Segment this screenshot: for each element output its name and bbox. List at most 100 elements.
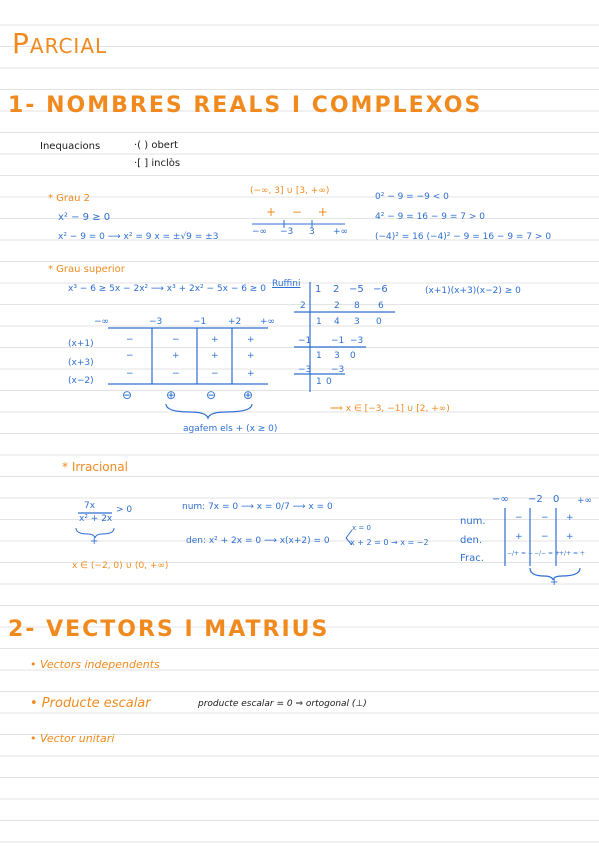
sign-table-brace [165, 403, 253, 420]
grau2-inequality: x² − 9 ≥ 0 [58, 212, 111, 223]
ruffini-cell: 1 [315, 284, 322, 295]
fraction-numerator: 7x [84, 501, 96, 511]
irr-cell: −/− = + [534, 550, 560, 557]
result-sign: ⊖ [206, 388, 217, 402]
ruffini-cell: 6 [378, 301, 384, 311]
ruffini-cell: −1 [331, 336, 345, 346]
ruffini-cell: −5 [349, 284, 364, 295]
grau2-axis-minf: −∞ [252, 227, 268, 237]
irr-cell: − [541, 532, 549, 542]
section2-item: • Vectors independents [30, 658, 160, 671]
ruffini-cell: 2 [300, 301, 306, 311]
result-sign: ⊕ [243, 388, 254, 402]
ruffini-cell: 0 [326, 377, 332, 387]
ruffini-cell: −3 [350, 336, 364, 346]
grau2-axis-m3: −3 [280, 227, 294, 237]
ruffini-cell: 0 [350, 351, 356, 361]
irr-cell: − [541, 513, 549, 523]
ruffini-cell: −3 [331, 365, 345, 375]
irr-cell: −/+ = − [507, 550, 533, 557]
obert-note: ·( ) obert [134, 140, 178, 151]
irr-table-lines [504, 508, 557, 566]
ruffini-cell: 1 [316, 317, 322, 327]
grau2-axis-pinf: +∞ [333, 227, 349, 237]
ruffini-lines [294, 282, 395, 392]
grau-superior-solution: ⟹ x ∈ [−3, −1] ∪ [2, +∞) [330, 404, 450, 414]
sign-cell: + [247, 335, 255, 345]
sign-cell: + [172, 351, 180, 361]
grau2-interval: (−∞, 3] ∪ [3, +∞) [250, 186, 330, 196]
irr-cell: + [566, 532, 574, 542]
irr-header: −∞ [492, 494, 509, 505]
ruffini-cell: 0 [376, 317, 382, 327]
den-line: den: x² + 2x = 0 ⟶ x(x+2) = 0 [186, 536, 330, 546]
sign-cell: + [247, 351, 255, 361]
sign-cell: − [172, 369, 180, 379]
irr-row-label: den. [460, 535, 483, 546]
den-branch-1: x = 0 [352, 524, 371, 532]
grau2-check1: 0² − 9 = −9 < 0 [375, 192, 449, 202]
ruffini-cell: 1 [316, 351, 322, 361]
ruffini-cell: 2 [334, 301, 340, 311]
sign-table-header: −3 [149, 317, 163, 327]
irr-cell: + [515, 532, 523, 542]
irr-brace-plus: + [550, 577, 559, 588]
ruffini-cell: 3 [334, 351, 340, 361]
sign-cell: + [211, 335, 219, 345]
sign-table-header: −1 [193, 317, 207, 327]
grau2-signs: + − + [266, 205, 334, 219]
den-branch-arrows [345, 529, 353, 546]
irr-row-label: num. [460, 516, 486, 527]
inclos-note: ·[ ] inclòs [134, 158, 181, 169]
grau2-check3: (−4)² = 16 (−4)² − 9 = 16 − 9 = 7 > 0 [375, 232, 552, 242]
ruffini-cell: 8 [354, 301, 360, 311]
irr-header: −2 [528, 494, 543, 505]
sign-table-lines [108, 327, 268, 385]
grau2-axis-3: 3 [309, 227, 315, 237]
fraction-plus: + [90, 536, 99, 547]
factored-form: (x+1)(x+3)(x−2) ≥ 0 [425, 286, 521, 296]
ruffini-cell: 2 [333, 284, 340, 295]
sign-table-header: +2 [228, 317, 242, 327]
result-sign: ⊖ [122, 388, 133, 402]
ruffini-cell: 4 [334, 317, 340, 327]
section2-item: • Vector unitari [30, 732, 115, 745]
fraction-gt-zero: > 0 [116, 505, 133, 515]
ruffini-cell: −3 [298, 365, 312, 375]
irracional-label: * Irracional [62, 460, 128, 474]
den-branch-2: x + 2 = 0 → x = −2 [350, 538, 429, 547]
irracional-solution: x ∈ (−2, 0) ∪ (0, +∞) [72, 561, 169, 571]
sign-table-header: +∞ [260, 317, 276, 327]
sign-cell: − [126, 369, 134, 379]
irr-row-label: Frac. [460, 553, 484, 564]
ruffini-cell: −1 [298, 336, 312, 346]
grau2-check2: 4² − 9 = 16 − 9 = 7 > 0 [375, 212, 486, 222]
section2-heading: 2- VECTORS I MATRIUS [8, 617, 330, 642]
fraction-denominator: x² + 2x [79, 514, 113, 524]
sign-table-row-label: (x+1) [68, 339, 94, 349]
ruffini-cell: −6 [373, 284, 388, 295]
sign-cell: + [211, 351, 219, 361]
sign-cell: − [211, 369, 219, 379]
irr-cell: +/+ = + [559, 550, 585, 557]
irr-header: +∞ [577, 496, 593, 506]
sign-cell: − [126, 335, 134, 345]
inequacions-label: Inequacions [40, 141, 101, 152]
grau2-label: * Grau 2 [48, 193, 91, 204]
grau-superior-equation: x³ − 6 ≥ 5x − 2x² ⟶ x³ + 2x² − 5x − 6 ≥ … [68, 284, 266, 294]
grau2-number-line [252, 220, 345, 228]
sign-table-row-label: (x+3) [68, 358, 94, 368]
grau-superior-label: * Grau superior [48, 264, 125, 275]
ruffini-cell: 1 [316, 377, 322, 387]
irr-cell: − [515, 513, 523, 523]
grau2-roots: x² − 9 = 0 ⟶ x² = 9 x = ±√9 = ±3 [58, 232, 219, 242]
brace-note: agafem els + (x ≥ 0) [183, 424, 278, 434]
sign-table-header: −∞ [94, 317, 110, 327]
section1-heading: 1- NOMBRES REALS I COMPLEXOS [8, 93, 483, 118]
irr-cell: + [566, 513, 574, 523]
result-sign: ⊕ [166, 388, 177, 402]
fraction-brace [75, 527, 115, 539]
producte-escalar-note: producte escalar = 0 ⇒ ortogonal (⊥) [198, 699, 367, 709]
